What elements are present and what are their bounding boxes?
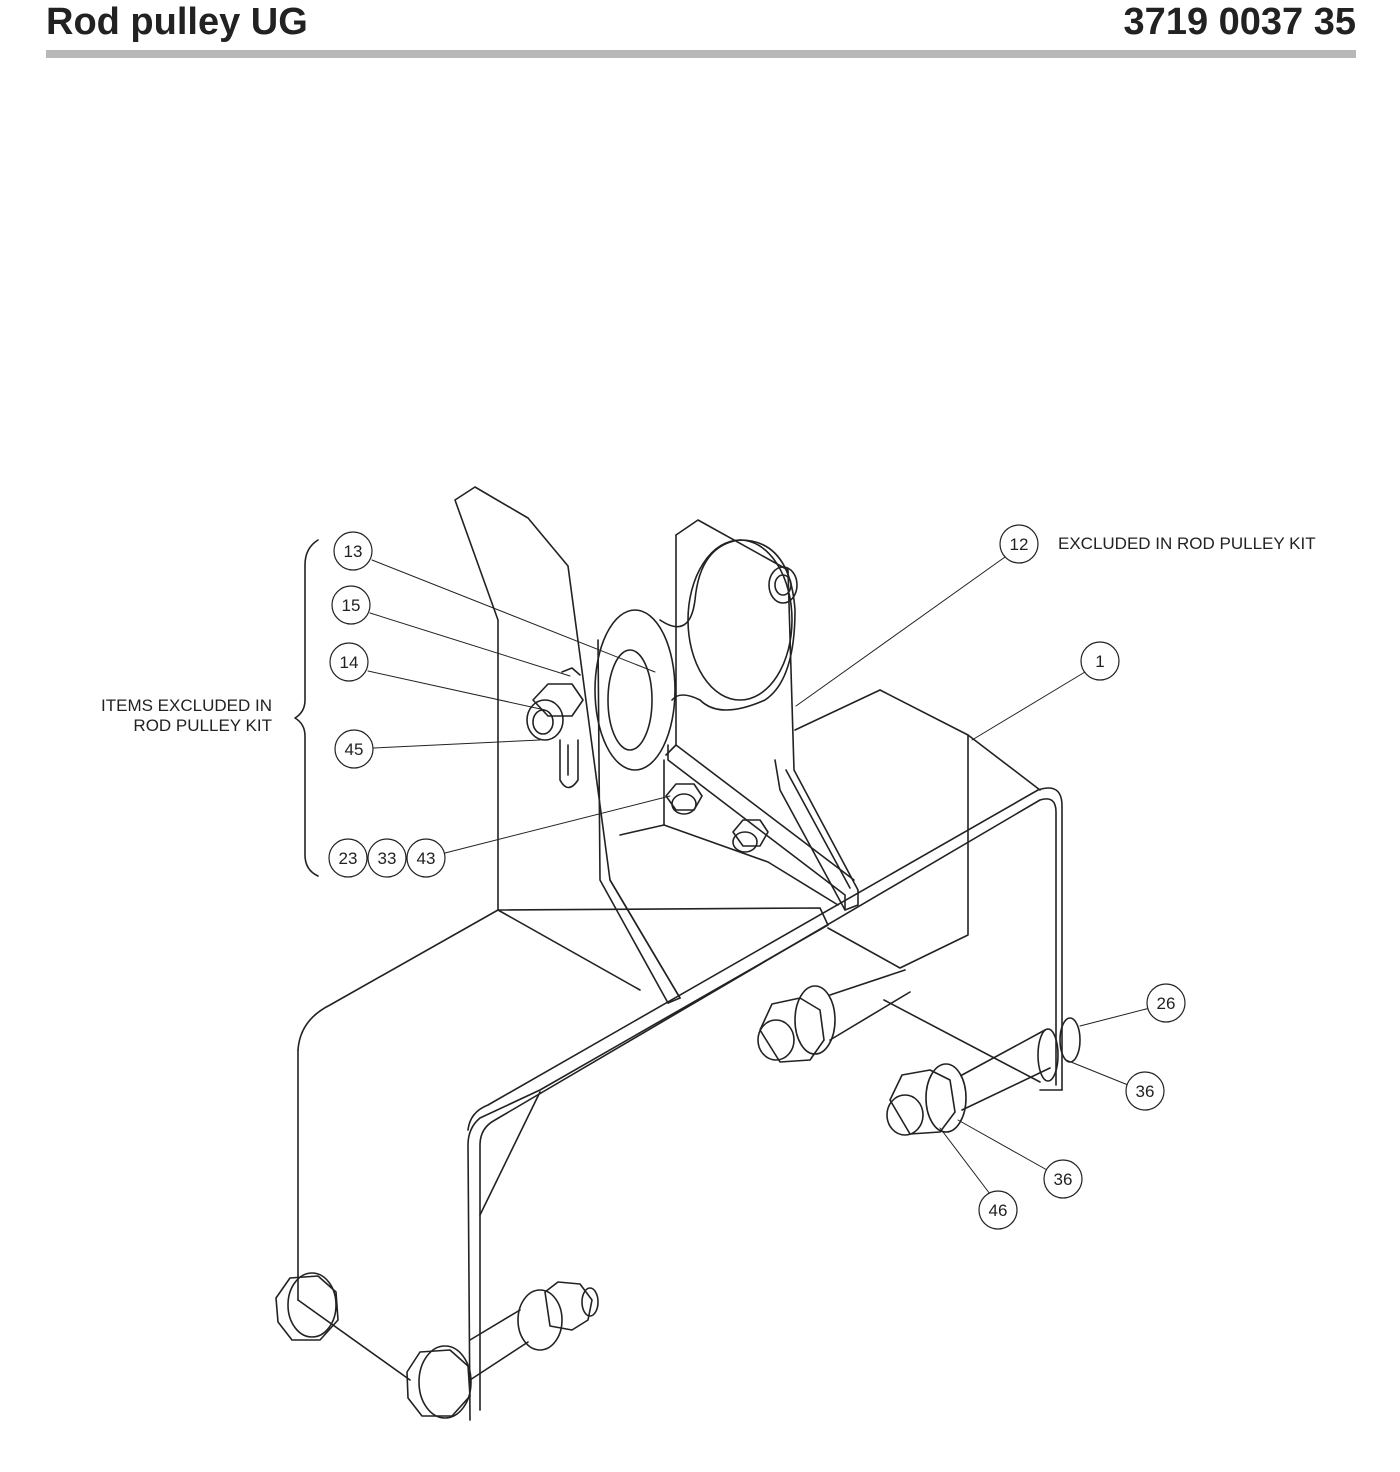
page-title: Rod pulley UG (46, 1, 308, 43)
header-rule (46, 50, 1356, 58)
callout-36-lower (1043, 1159, 1083, 1199)
side-plate (665, 519, 859, 911)
callout-15-label: 15 (342, 596, 361, 615)
callout-46 (978, 1190, 1018, 1230)
callout-33-label: 33 (378, 849, 397, 868)
clamp-plate (619, 759, 839, 906)
callout-36-lower-label: 36 (1054, 1170, 1073, 1189)
callout-13 (333, 531, 373, 571)
callout-15 (331, 585, 371, 625)
bolt-lower-right (886, 1028, 1059, 1136)
callout-23-label: 23 (339, 849, 358, 868)
callout-43 (406, 838, 446, 878)
part-number: 3719 0037 35 (1123, 1, 1356, 43)
excluded-note-12: EXCLUDED IN ROD PULLEY KIT (1058, 534, 1316, 553)
callout-45-label: 45 (345, 740, 364, 759)
callout-36-upper (1125, 1071, 1165, 1111)
lower-bracket (297, 787, 1063, 1421)
callout-26-label: 26 (1157, 994, 1176, 1013)
page-header: Rod pulley UG 3719 0037 35 (46, 0, 1356, 60)
bolt-bottom-left (275, 1272, 339, 1341)
callout-1-label: 1 (1095, 652, 1104, 671)
items-excluded-note-line1: ITEMS EXCLUDED IN (101, 696, 272, 715)
pulley-shaft-bolt (526, 667, 584, 789)
callout-12 (999, 524, 1039, 564)
callout-1 (1080, 641, 1120, 681)
callout-23 (328, 838, 368, 878)
callout-33 (367, 838, 407, 878)
callout-14-label: 14 (340, 653, 359, 672)
pulley (594, 539, 798, 771)
bolt-upper-right (757, 969, 1081, 1063)
leader-lines (367, 556, 1151, 1195)
callout-43-label: 43 (417, 849, 436, 868)
callout-14 (329, 642, 369, 682)
callout-45 (334, 729, 374, 769)
callout-36-upper-label: 36 (1136, 1082, 1155, 1101)
items-excluded-brace (294, 539, 319, 877)
upper-plate (454, 486, 1041, 1004)
callout-12-label: 12 (1010, 535, 1029, 554)
items-excluded-note-line2: ROD PULLEY KIT (133, 716, 272, 735)
clamp-nuts (665, 783, 769, 853)
callout-26 (1146, 983, 1186, 1023)
callout-46-label: 46 (989, 1201, 1008, 1220)
callout-13-label: 13 (344, 542, 363, 561)
bolt-bottom-center (406, 1281, 599, 1419)
